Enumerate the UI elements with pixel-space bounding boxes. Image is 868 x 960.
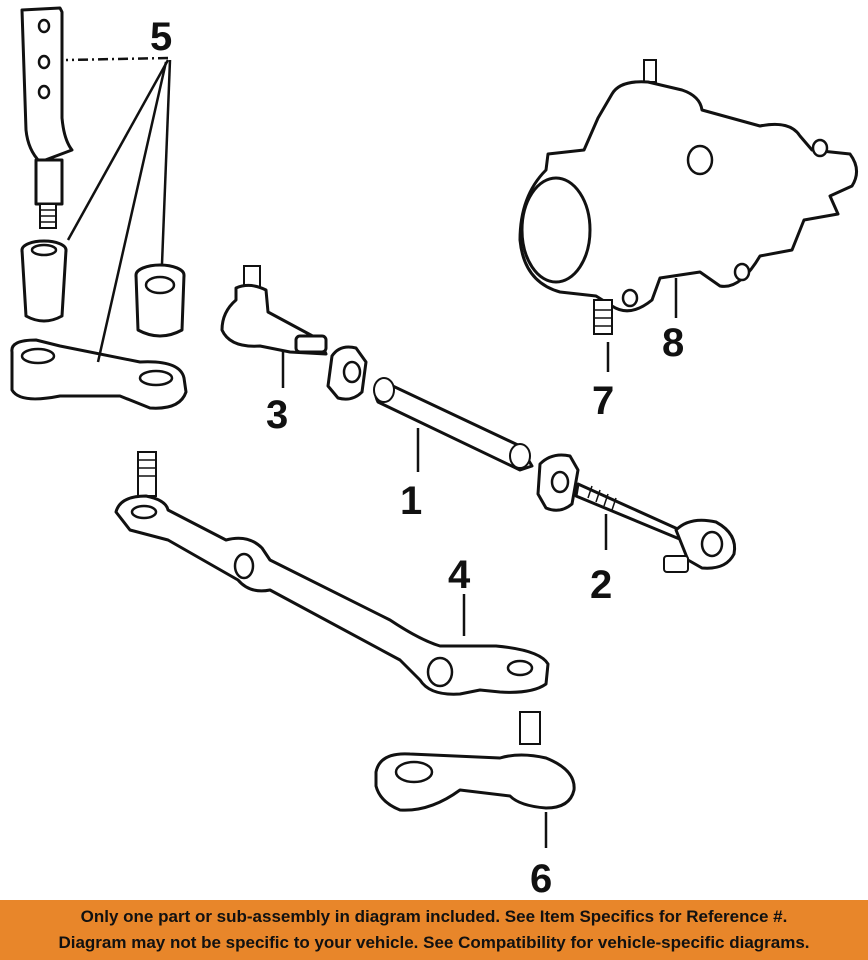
steering-gear-box: [518, 59, 858, 335]
callout-6: 6: [530, 857, 552, 900]
adjuster-sleeve: [373, 377, 534, 472]
callout-5: 5: [150, 15, 172, 59]
callout-3: 3: [266, 393, 288, 437]
disclaimer-line-2: Diagram may not be specific to your vehi…: [58, 933, 810, 952]
callout-4: 4: [448, 553, 471, 597]
disclaimer-banner: Only one part or sub-assembly in diagram…: [0, 900, 868, 960]
disclaimer-line-1: Only one part or sub-assembly in diagram…: [80, 907, 788, 926]
callout-5-leaders: [65, 56, 172, 363]
callout-2: 2: [590, 563, 612, 607]
inner-tie-rod-end: [220, 265, 328, 356]
idler-bushing-left: [20, 239, 68, 323]
callout-7: 7: [592, 379, 614, 423]
idler-bushing-right: [134, 263, 186, 338]
adjuster-clamp-right: [536, 453, 580, 512]
adjuster-clamp-left: [326, 345, 368, 401]
steering-linkage-diagram: 5 3 1: [10, 6, 858, 900]
center-link: [114, 451, 550, 696]
callout-8: 8: [662, 321, 684, 365]
pitman-arm: [374, 711, 576, 812]
outer-tie-rod-end: [574, 482, 737, 573]
idler-arm: [10, 338, 188, 410]
idler-arm-bracket: [20, 6, 74, 229]
callout-1: 1: [400, 479, 422, 523]
